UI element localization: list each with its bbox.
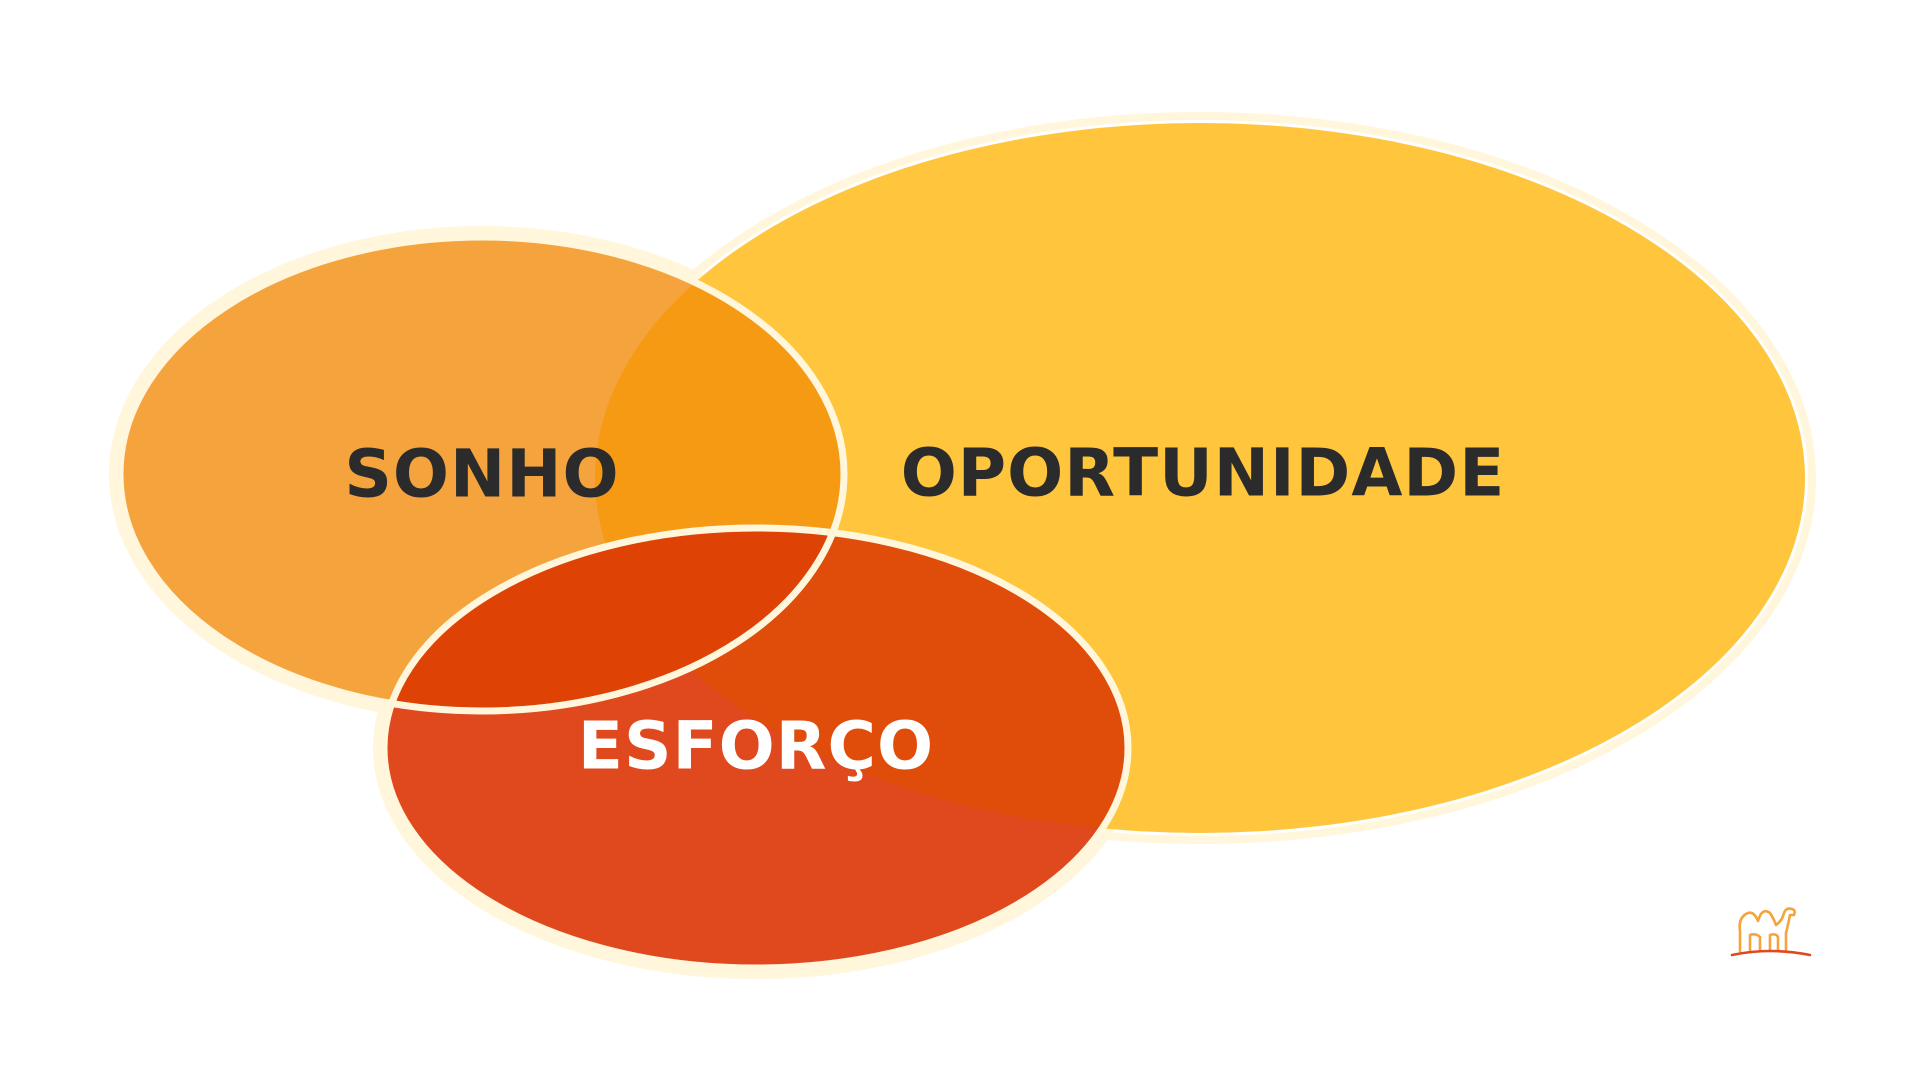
label-sonho: SONHO — [344, 436, 619, 513]
label-oportunidade: OPORTUNIDADE — [901, 435, 1506, 512]
label-esforco: ESFORÇO — [578, 708, 934, 785]
camel-icon — [1730, 907, 1812, 957]
overlap-sonho-esforco — [384, 528, 844, 711]
esforco-ring — [380, 524, 1132, 972]
sonho-ring — [116, 233, 848, 715]
